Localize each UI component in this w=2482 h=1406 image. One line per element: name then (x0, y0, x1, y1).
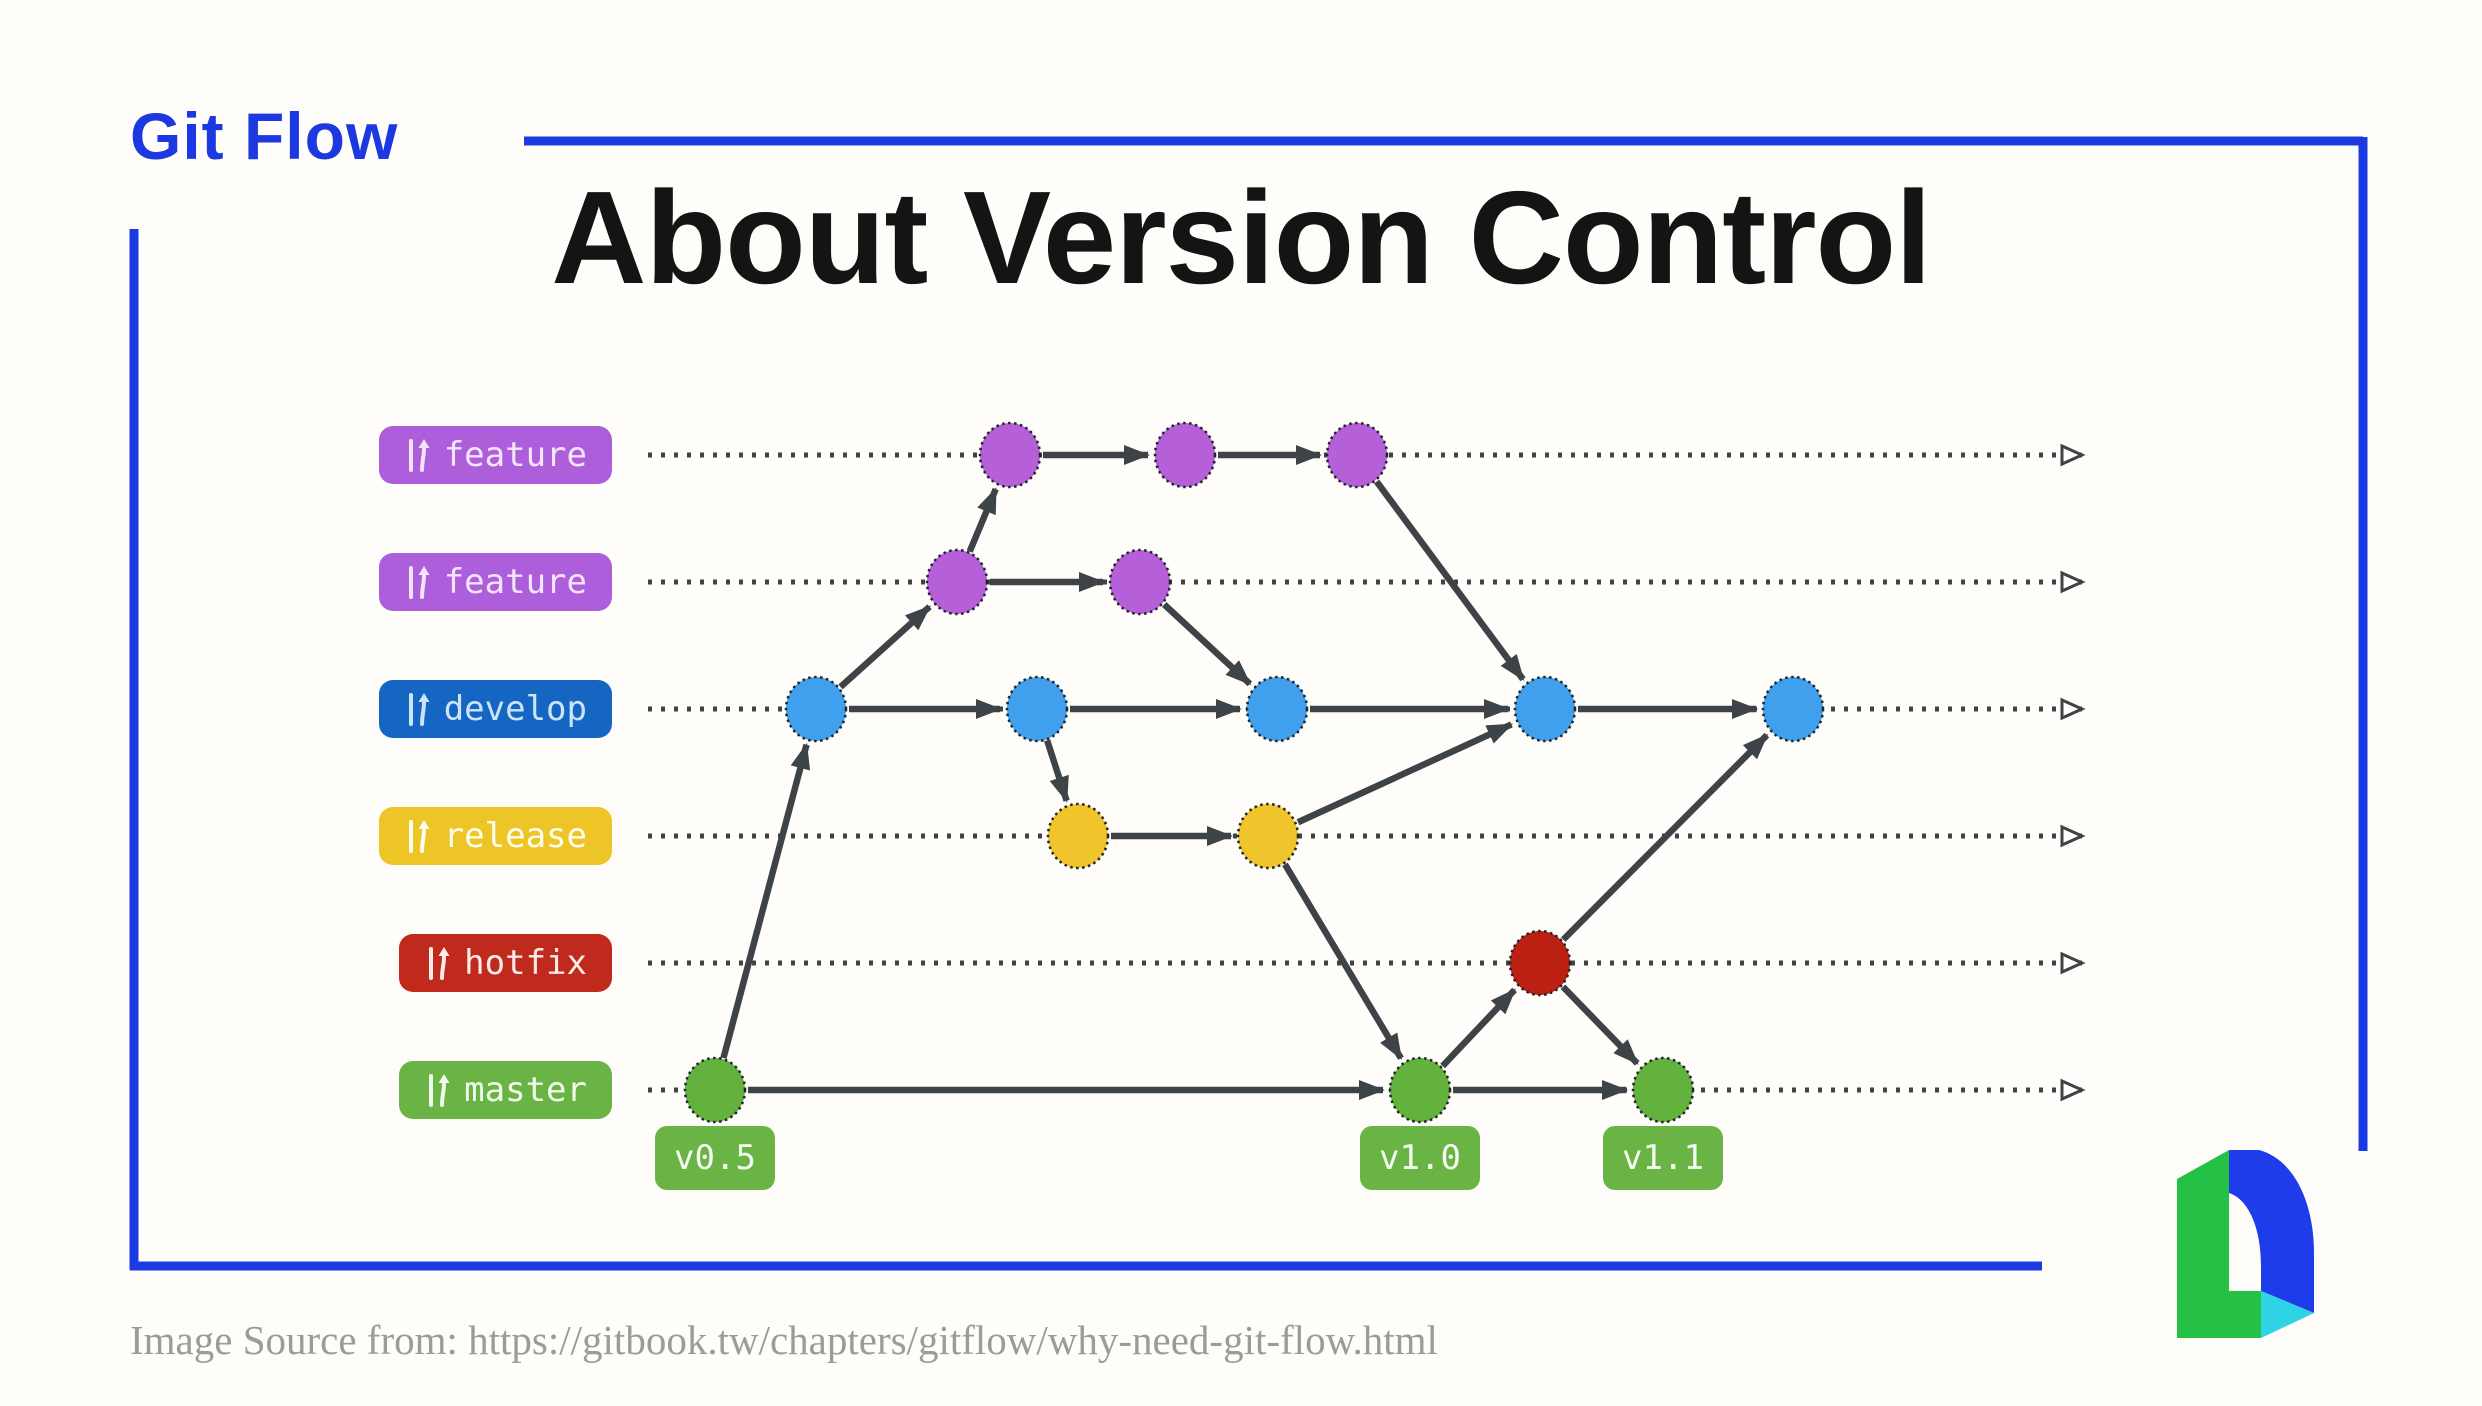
branch-badge-label: feature (443, 435, 587, 475)
commit-node-feature1 (1153, 421, 1217, 489)
branch-badge-release: release (378, 807, 612, 865)
commit-node-master (1388, 1056, 1452, 1124)
page-title: About Version Control (551, 164, 1932, 311)
commit-edge-r2-m2 (1282, 862, 1404, 1060)
commit-edge-f2a-f1a (966, 487, 999, 553)
branch-badge-hotfix: hotfix (399, 934, 612, 992)
commit-edge-d2-r1 (1044, 739, 1070, 803)
git-branch-icon (408, 820, 430, 853)
version-tag-label: v1.0 (1379, 1138, 1461, 1178)
commit-edge-m1-d1 (720, 742, 811, 1059)
commit-node-feature2 (1108, 548, 1172, 616)
version-tag-label: v0.5 (674, 1138, 756, 1178)
frame-border (129, 136, 2368, 1271)
git-branch-icon (429, 1074, 450, 1107)
logo-cyan-face (2261, 1291, 2314, 1338)
commit-edge-m2-h1 (1440, 987, 1517, 1069)
commit-nodes (683, 421, 1825, 1124)
commit-node-develop (1245, 675, 1309, 743)
branch-badge-feature2: feature (378, 553, 612, 611)
branch-badge-label: hotfix (464, 943, 587, 983)
git-branch-icon (429, 947, 450, 980)
version-tag-v1.0: v1.0 (1360, 1126, 1480, 1190)
commit-edges (720, 445, 1770, 1100)
commit-node-release (1236, 802, 1300, 870)
version-tag-label: v1.1 (1622, 1138, 1704, 1178)
branch-badge-label: feature (443, 562, 587, 602)
git-branch-icon (408, 566, 430, 599)
commit-node-hotfix (1508, 929, 1572, 997)
branch-badge-label: develop (443, 689, 587, 729)
commit-edge-r2-d4 (1296, 721, 1514, 826)
commit-node-release (1046, 802, 1110, 870)
isometric-d-logo (2177, 1150, 2314, 1338)
git-branch-icon (408, 693, 430, 726)
commit-edge-h1-d5 (1560, 732, 1770, 942)
version-tag-v1.1: v1.1 (1603, 1126, 1723, 1190)
logo-green-face (2177, 1150, 2261, 1338)
commit-node-develop (1761, 675, 1825, 743)
logo-blue-face (2229, 1150, 2314, 1313)
commit-edge-h1-m3 (1560, 984, 1640, 1066)
commit-node-develop (1005, 675, 1069, 743)
commit-node-master (1631, 1056, 1695, 1124)
commit-node-feature1 (978, 421, 1042, 489)
commit-node-feature1 (1325, 421, 1389, 489)
version-tag-v0.5: v0.5 (655, 1126, 775, 1190)
branch-badge-develop: develop (378, 680, 612, 738)
commit-edge-f1c-d4 (1374, 479, 1526, 682)
commit-node-feature2 (925, 548, 989, 616)
git-branch-icon (408, 439, 430, 472)
commit-node-develop (784, 675, 848, 743)
commit-edge-d1-f2a (838, 604, 932, 690)
branch-badge-label: release (443, 816, 587, 856)
brand-title: Git Flow (130, 99, 399, 173)
commit-node-develop (1513, 675, 1577, 743)
image-source-attribution: Image Source from: https://gitbook.tw/ch… (130, 1317, 1438, 1363)
branch-badge-master: master (399, 1061, 612, 1119)
branch-badge-feature1: feature (378, 426, 612, 484)
commit-edge-f2b-d3 (1161, 602, 1253, 687)
commit-node-master (683, 1056, 747, 1124)
branch-badge-label: master (464, 1070, 587, 1110)
